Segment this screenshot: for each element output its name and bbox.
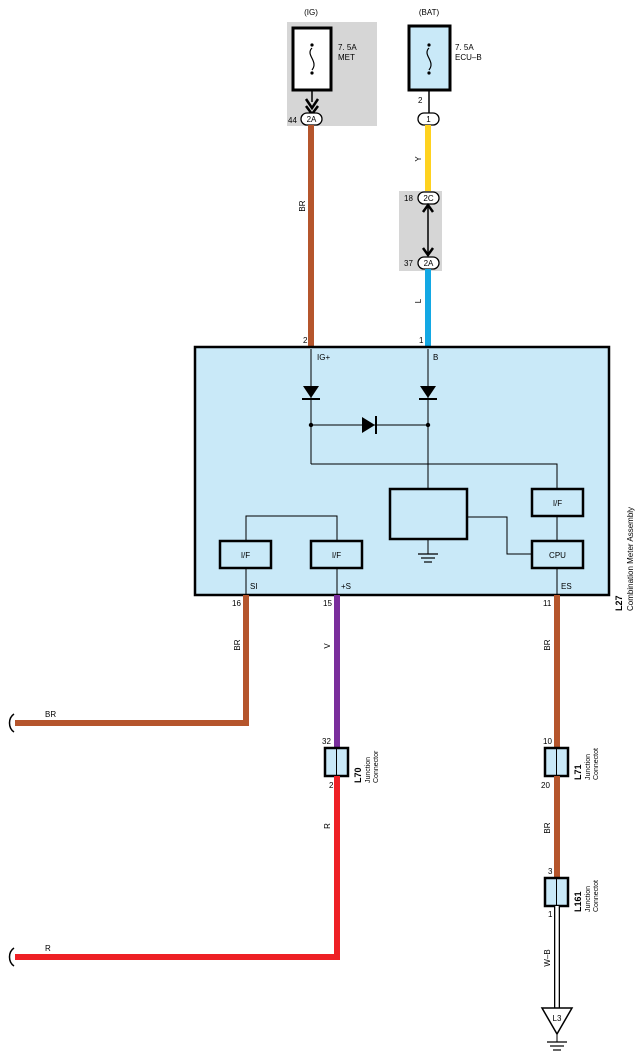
svg-text:I/F: I/F	[241, 551, 250, 560]
pin-es-num: 11	[543, 599, 552, 608]
svg-text:2C: 2C	[423, 194, 433, 203]
wire-l-label: L	[414, 298, 423, 303]
wire-ecub-y-label: Y	[414, 156, 423, 162]
diode-bridge	[362, 417, 375, 433]
junction-l71: 10 20 L71 Junction Connectot	[541, 737, 600, 790]
svg-text:L161: L161	[573, 891, 583, 912]
meter-name: Combination Meter Assembly	[626, 507, 635, 611]
svg-text:I/F: I/F	[332, 551, 341, 560]
fuse-met: (IG) 7. 5A MET 44 2A	[287, 8, 377, 126]
fuse-ecub-symbol	[426, 47, 432, 71]
svg-text:Connectot: Connectot	[593, 880, 600, 912]
block-cpu	[530, 539, 585, 570]
pin-b-num: 1	[419, 336, 424, 345]
pin-ig-num: 2	[303, 336, 308, 345]
diode-ig	[303, 386, 319, 398]
svg-text:Connectot: Connectot	[593, 748, 600, 780]
fuse-ecub-name: ECU–B	[455, 53, 482, 62]
fuse-met-terminal: 44	[288, 116, 297, 125]
fuse-ecub-rating: 7. 5A	[455, 43, 474, 52]
svg-text:1: 1	[548, 910, 553, 919]
fuse-met-name: MET	[338, 53, 355, 62]
combination-meter: 2 IG+ 1 B I/F CPU I/F I/F	[193, 336, 635, 611]
wire-si-br	[15, 595, 249, 726]
svg-text:32: 32	[322, 737, 331, 746]
ground-triangle-icon	[540, 1007, 574, 1036]
fuse-ecub-source: (BAT)	[419, 8, 440, 17]
svg-text:Junction: Junction	[585, 754, 592, 780]
wire-wb-label: W–B	[543, 949, 552, 966]
wire-si-branch-label: BR	[45, 710, 56, 719]
svg-text:2A: 2A	[424, 259, 434, 268]
svg-text:20: 20	[541, 781, 550, 790]
pin-si-label: SI	[250, 582, 258, 591]
wire-met-br-label: BR	[298, 200, 307, 211]
ground-label: L3	[553, 1014, 562, 1023]
wire-es-lower-label: BR	[543, 822, 552, 833]
svg-text:2A: 2A	[307, 115, 317, 124]
wire-es-br-label: BR	[543, 639, 552, 650]
svg-text:Connector: Connector	[373, 750, 380, 783]
fuse-ecub: (BAT) 7. 5A ECU–B 2 1	[407, 8, 482, 126]
wire-r	[15, 776, 340, 960]
regulator-block	[388, 487, 469, 541]
pin-es-label: ES	[561, 582, 572, 591]
wire-continuation-si	[8, 713, 15, 733]
fuse-met-symbol	[309, 47, 315, 71]
svg-text:L70: L70	[353, 767, 363, 783]
block-if-left	[218, 539, 273, 570]
svg-text:Junction: Junction	[365, 757, 372, 783]
pin-s-label: +S	[341, 582, 351, 591]
junction-l161: 3 1 L161 Junction Connectot	[543, 867, 600, 919]
fuse-ecub-terminal-top: 2	[418, 96, 423, 105]
svg-text:3: 3	[548, 867, 553, 876]
diode-b	[420, 386, 436, 398]
pin-si-num: 16	[232, 599, 241, 608]
wire-continuation-r	[8, 947, 15, 967]
connector-2c-terminal: 18	[404, 194, 413, 203]
svg-text:I/F: I/F	[553, 499, 562, 508]
svg-text:Junction: Junction	[585, 886, 592, 912]
wire-r-label: R	[323, 823, 332, 829]
connector-2c-2a: 18 2C 37 2A	[399, 191, 442, 271]
svg-text:L71: L71	[573, 764, 583, 780]
junction-l70: 32 2 L70 Junction Connector	[322, 737, 380, 790]
pin-b-label: B	[433, 353, 438, 362]
wire-r-branch-label: R	[45, 944, 51, 953]
pin-s-num: 15	[323, 599, 332, 608]
svg-text:CPU: CPU	[549, 551, 566, 560]
connector-2a-terminal: 37	[404, 259, 413, 268]
svg-text:10: 10	[543, 737, 552, 746]
pin-ig-label: IG+	[317, 353, 330, 362]
svg-text:1: 1	[426, 115, 431, 124]
wire-s-v-label: V	[323, 643, 332, 649]
wire-si-br-label: BR	[233, 639, 242, 650]
fuse-met-source: (IG)	[304, 8, 318, 17]
meter-id: L27	[614, 595, 624, 611]
ground-l3: L3	[540, 1007, 574, 1051]
svg-text:2: 2	[329, 781, 334, 790]
fuse-met-rating: 7. 5A	[338, 43, 357, 52]
